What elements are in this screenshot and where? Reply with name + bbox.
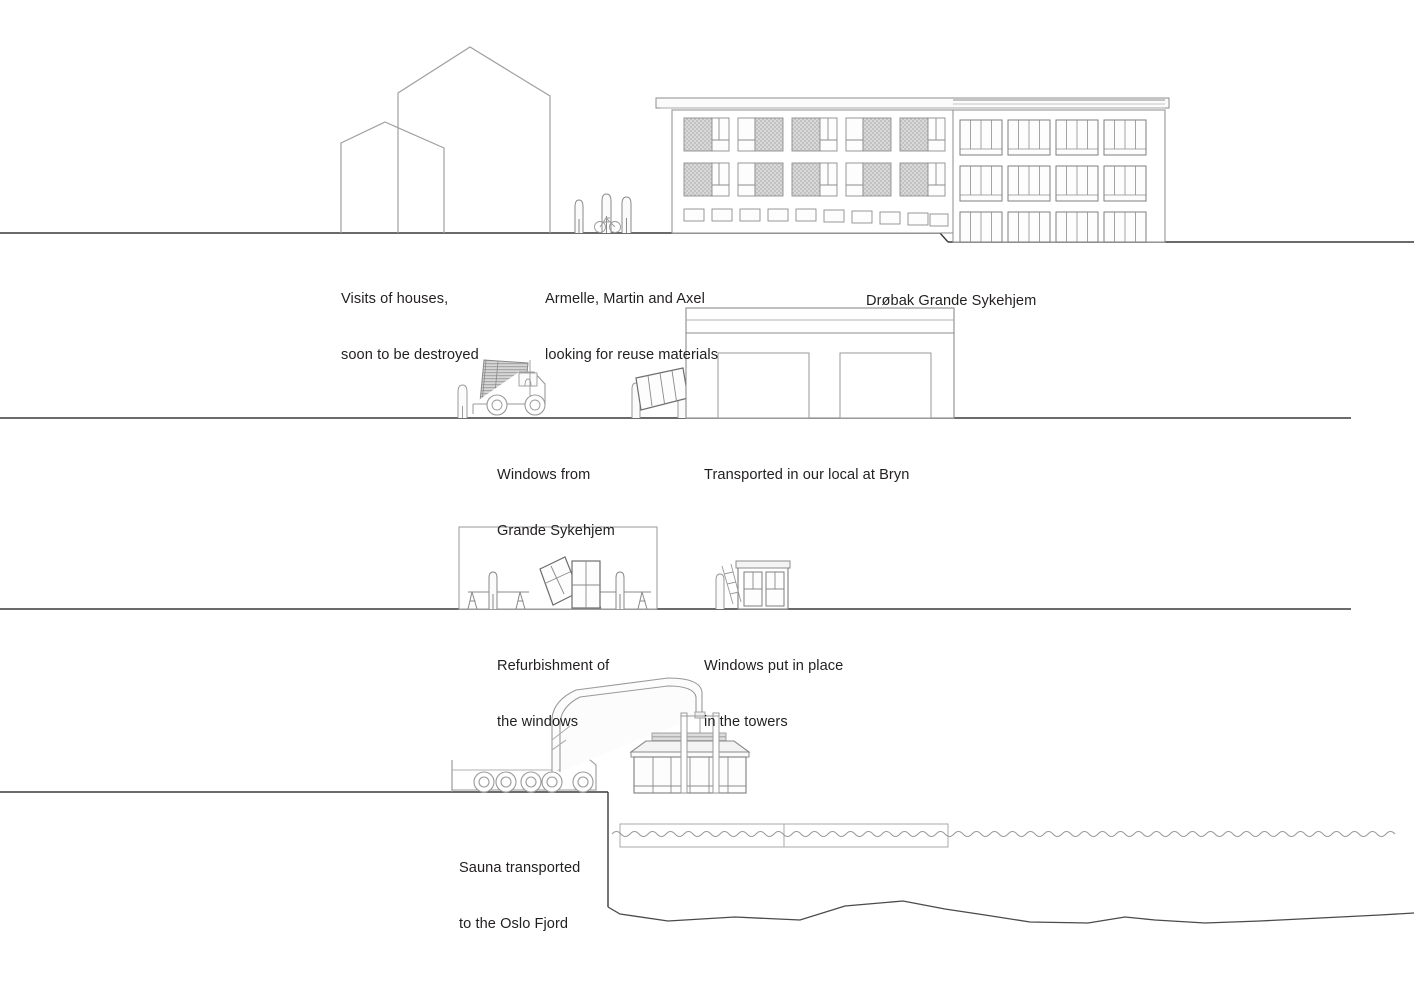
caption-line: Windows put in place	[704, 658, 844, 675]
caption-line: Drøbak Grande Sykehjem	[866, 293, 1037, 310]
caption-line: Windows from	[497, 467, 591, 484]
large-window	[1103, 211, 1147, 243]
worker-left	[488, 571, 498, 609]
window-bay	[791, 117, 838, 152]
caption-windows-from-grande: Windows from Grande Sykehjem	[497, 429, 615, 578]
person-figure	[574, 199, 584, 233]
large-window	[1007, 119, 1051, 156]
bicycle-icon	[594, 217, 621, 233]
truck-wheels	[473, 771, 594, 793]
trestle-table-left	[467, 591, 529, 610]
caption-windows-in-towers: Windows put in place in the towers	[704, 620, 843, 769]
seabed-profile	[607, 900, 1414, 924]
large-window	[959, 165, 1003, 202]
window-bay	[899, 117, 946, 152]
water-surface-wave-line	[611, 831, 1396, 837]
upright-window-panel-workshop	[571, 560, 601, 609]
caption-visits-of-houses: Visits of houses, soon to be destroyed	[341, 253, 479, 402]
caption-line: Visits of houses,	[341, 291, 449, 308]
flatbed-truck-with-window-stack	[472, 359, 546, 416]
caption-line: Armelle, Martin and Axel	[545, 291, 705, 308]
two-people-carrying-window	[631, 367, 689, 418]
sauna-pavilion-lifted	[629, 712, 751, 794]
floating-pier	[619, 823, 949, 848]
window-bay	[845, 117, 892, 152]
worker-right	[615, 571, 625, 609]
scene-1-ground-line	[0, 232, 1414, 243]
window-bay	[737, 117, 784, 152]
people-group-with-bicycle	[574, 193, 632, 233]
window-bay	[683, 117, 730, 152]
window-bay	[683, 162, 730, 197]
caption-line: to the Oslo Fjord	[459, 915, 569, 932]
house-large-outline	[397, 46, 551, 233]
window-bay-row-lower	[683, 162, 946, 197]
window-bay	[791, 162, 838, 197]
crane-truck-with-boom	[451, 677, 706, 793]
large-window	[1055, 211, 1099, 243]
large-window	[1055, 165, 1099, 202]
window-bay	[737, 162, 784, 197]
sykehjem-left-wing	[655, 97, 1170, 234]
right-wing-window-row-3	[959, 211, 1147, 243]
large-window	[1055, 119, 1099, 156]
caption-line: the windows	[497, 713, 579, 730]
caption-line: soon to be destroyed	[341, 346, 479, 363]
right-wing-window-row-1	[959, 119, 1147, 156]
caption-armelle-martin-axel: Armelle, Martin and Axel looking for reu…	[545, 253, 718, 402]
window-bay	[845, 162, 892, 197]
caption-line: in the towers	[704, 713, 788, 730]
person-standing	[457, 384, 468, 418]
window-bay-row-upper	[683, 117, 946, 152]
caption-sauna-transported: Sauna transported to the Oslo Fjord	[459, 822, 580, 971]
large-window	[959, 119, 1003, 156]
lifting-straps	[680, 712, 720, 794]
large-window	[1007, 211, 1051, 243]
basement-window-row	[683, 208, 949, 227]
caption-refurbishment-windows: Refurbishment of the windows	[497, 620, 609, 769]
caption-line: looking for reuse materials	[545, 346, 719, 363]
right-wing-window-row-2	[959, 165, 1147, 202]
person-with-ladder	[715, 563, 742, 609]
warehouse-at-bryn	[685, 307, 955, 419]
large-window	[1103, 165, 1147, 202]
caption-line: Transported in our local at Bryn	[704, 467, 910, 484]
sauna-glazing	[634, 757, 746, 793]
caption-line: Refurbishment of	[497, 658, 610, 675]
house-small-outline	[340, 121, 445, 233]
caption-line: Sauna transported	[459, 860, 581, 877]
crane-boom	[551, 677, 706, 772]
person-figure	[621, 196, 632, 233]
large-window	[959, 211, 1003, 243]
tower-with-windows	[735, 560, 791, 610]
window-bay	[899, 162, 946, 197]
caption-line: Grande Sykehjem	[497, 522, 615, 539]
large-window	[1103, 119, 1147, 156]
large-window	[1007, 165, 1051, 202]
sykehjem-right-wing	[952, 99, 1166, 243]
caption-transported-local-bryn: Transported in our local at Bryn	[704, 429, 909, 522]
caption-drobak-grande-sykehjem: Drøbak Grande Sykehjem	[866, 255, 1036, 348]
